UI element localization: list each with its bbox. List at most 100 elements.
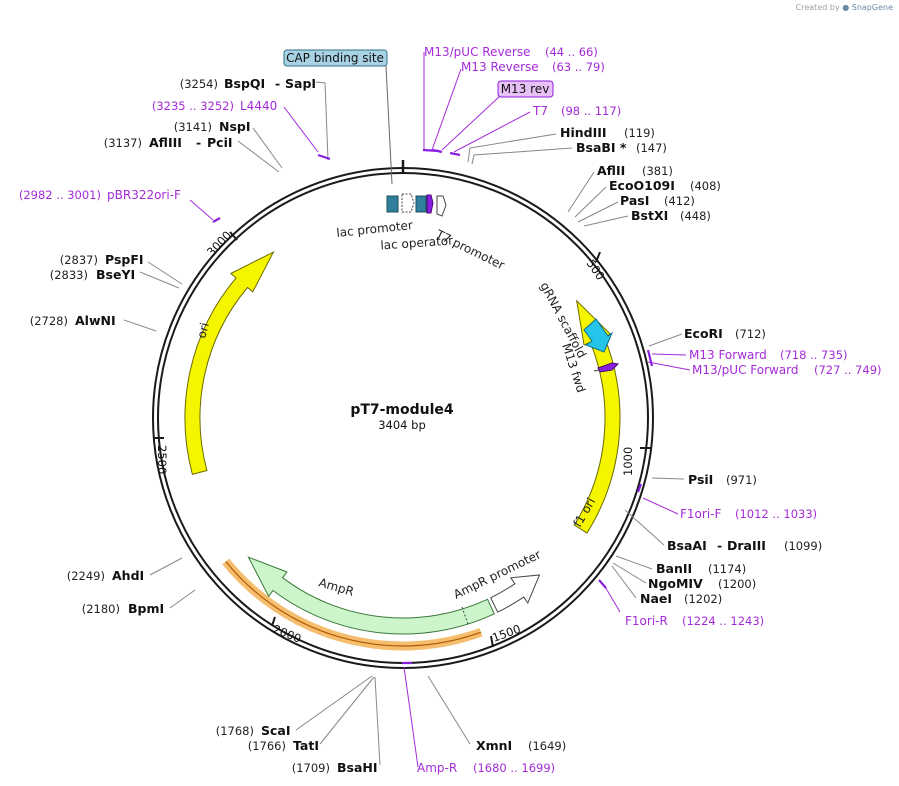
enzyme-hindiii[interactable]: HindIII (119) (560, 125, 655, 140)
enzyme-pspfi[interactable]: (2837) PspFI (60, 252, 144, 267)
primer-l4440[interactable]: (3235 .. 3252) L4440 (152, 99, 277, 113)
pspfi-name: PspFI (105, 252, 144, 267)
alwni-pos: (2728) (30, 314, 68, 328)
alwni-name: AlwNI (75, 313, 116, 328)
bsaai-leader (624, 509, 665, 546)
ngomiv-name: NgoMIV (648, 576, 703, 591)
xmni-name: XmnI (476, 738, 512, 753)
enzyme-bsahi[interactable]: (1709) BsaHI (292, 760, 378, 775)
enzyme-bsaai[interactable]: BsaAI - DraIII (1099) (667, 538, 822, 553)
m13-rev-primer-block[interactable] (426, 194, 434, 214)
primer-m13-reverse[interactable]: M13 Reverse (63 .. 79) (461, 60, 605, 74)
bseyi-name: BseYI (96, 267, 135, 282)
watermark: Created by ● SnapGene (796, 3, 893, 12)
bseyi-leader (139, 271, 180, 289)
enzyme-ngomiv[interactable]: NgoMIV (1200) (648, 576, 756, 591)
enzyme-ahdi[interactable]: (2249) AhdI (67, 568, 144, 583)
m13-rev-name: M13 Reverse (461, 60, 539, 74)
lac-promoter-arrow[interactable] (401, 193, 415, 213)
watermark-brand: SnapGene (851, 3, 893, 12)
m13-rev-mark (432, 148, 443, 154)
grna-scaffold-arrow[interactable] (583, 318, 614, 353)
enzyme-aflii[interactable]: AflII (381) (597, 163, 673, 178)
pbr322-range: (2982 .. 3001) (19, 188, 101, 202)
tati-pos: (1766) (248, 739, 286, 753)
enzyme-ecori[interactable]: EcoRI (712) (684, 326, 766, 341)
enzyme-scai[interactable]: (1768) ScaI (216, 723, 291, 738)
m13-fwd-primer-block[interactable] (597, 362, 620, 373)
enzyme-psii[interactable]: PsiI (971) (688, 472, 757, 487)
cap-binding-site-label[interactable]: CAP binding site (283, 49, 388, 67)
enzyme-bstxi[interactable]: BstXI (448) (631, 208, 711, 223)
pbr322-mark (212, 217, 221, 223)
primer-f1ori-r[interactable]: F1ori-R (1224 .. 1243) (625, 614, 764, 628)
naei-pos: (1202) (684, 592, 722, 606)
cap-site-block[interactable] (386, 195, 399, 213)
enzyme-ecoo109i[interactable]: EcoO109I (408) (609, 178, 721, 193)
enzyme-banii[interactable]: BanII (1174) (656, 561, 746, 576)
tati-leader (319, 676, 375, 745)
lac-operator-block[interactable] (415, 195, 427, 213)
enzyme-bseyi[interactable]: (2833) BseYI (50, 267, 135, 282)
m13-rev-label[interactable]: M13 rev (497, 80, 554, 98)
ahdi-pos: (2249) (67, 569, 105, 583)
m13-fwd-name: M13 Forward (689, 348, 767, 362)
svg-text:-: - (275, 76, 280, 91)
bsahi-leader (374, 676, 381, 766)
enzyme-naei[interactable]: NaeI (1202) (640, 591, 722, 606)
primer-m13puc-forward[interactable]: M13/pUC Forward (727 .. 749) (692, 363, 882, 377)
ngomiv-pos: (1200) (718, 577, 756, 591)
enzyme-bpmi[interactable]: (2180) BpmI (82, 601, 164, 616)
l4440-name: L4440 (240, 99, 277, 113)
psii-name: PsiI (688, 472, 713, 487)
cap-leader (385, 65, 393, 185)
tick-label-2500: 2500 (155, 445, 169, 474)
t7-range: (98 .. 117) (561, 104, 621, 118)
primer-marks (212, 148, 654, 665)
t7-promoter-arrow[interactable] (436, 195, 447, 217)
bsahi-name: BsaHI (337, 760, 378, 775)
m13-fwd-leader-line (651, 353, 687, 356)
ampr-overlap-marker (461, 606, 469, 625)
ampr-promoter-feature-arrow[interactable] (490, 574, 541, 613)
enzyme-pasi[interactable]: PasI (412) (620, 193, 695, 208)
snapgene-logo-icon: ● (842, 3, 850, 12)
bsaai-name: BsaAI (667, 538, 707, 553)
enzyme-bspqi[interactable]: (3254) BspQI - SapI (180, 76, 316, 91)
primer-m13-forward[interactable]: M13 Forward (718 .. 735) (689, 348, 848, 362)
m13puc-rev-range: (44 .. 66) (545, 45, 598, 59)
bpmi-name: BpmI (128, 601, 164, 616)
primer-pbr322ori-f[interactable]: (2982 .. 3001) pBR322ori-F (19, 188, 181, 202)
f1-ori-feature-arrow[interactable] (573, 299, 621, 534)
ori-feature-arrow[interactable] (184, 250, 275, 476)
primer-f1ori-f[interactable]: F1ori-F (1012 .. 1033) (680, 507, 817, 521)
primer-m13puc-reverse[interactable]: M13/pUC Reverse (44 .. 66) (424, 45, 598, 59)
ecori-name: EcoRI (684, 326, 723, 341)
lac-region (386, 193, 447, 217)
bspqi-leader (315, 81, 329, 161)
ecoo109i-leader (574, 186, 607, 218)
primer-t7[interactable]: T7 (98 .. 117) (532, 104, 621, 118)
scai-leader (295, 675, 373, 731)
ori-label: ori (194, 321, 212, 340)
pspfi-pos: (2837) (60, 253, 98, 267)
primer-amp-r[interactable]: Amp-R (1680 .. 1699) (417, 761, 555, 775)
pasi-pos: (412) (664, 194, 695, 208)
f1ori-r-name: F1ori-R (625, 614, 668, 628)
ampr-feature-arrow[interactable] (247, 556, 495, 635)
bstxi-name: BstXI (631, 208, 668, 223)
enzyme-nspi[interactable]: (3141) NspI (174, 119, 251, 134)
m13-fwd-leader (593, 369, 601, 372)
bsaai-pos: (1099) (784, 539, 822, 553)
enzyme-afliii[interactable]: (3137) AflIII - PciI (104, 135, 233, 150)
enzyme-alwni[interactable]: (2728) AlwNI (30, 313, 116, 328)
hindiii-name: HindIII (560, 125, 607, 140)
enzyme-tati[interactable]: (1766) TatI (248, 738, 319, 753)
enzyme-xmni[interactable]: XmnI (1649) (476, 738, 566, 753)
scai-pos: (1768) (216, 724, 254, 738)
bpmi-pos: (2180) (82, 602, 120, 616)
enzyme-bsabi[interactable]: BsaBI * (147) (576, 140, 667, 155)
nspi-leader (252, 127, 283, 169)
t7-leader (453, 111, 531, 153)
